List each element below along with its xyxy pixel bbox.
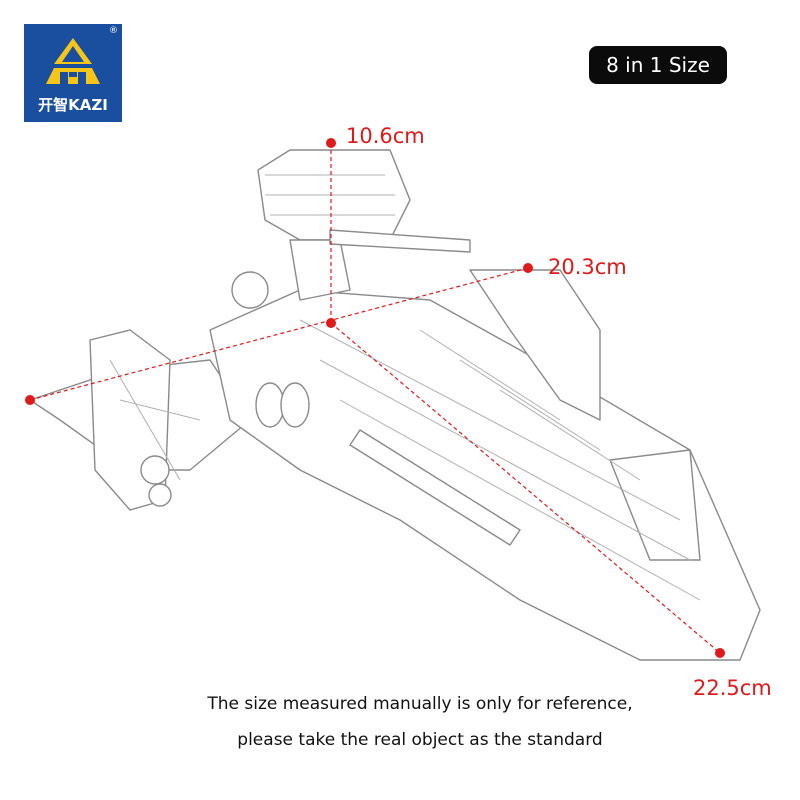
- turret-base: [289, 239, 351, 301]
- wheel: [148, 483, 172, 507]
- main-hull: [209, 289, 761, 661]
- wing-panel-lines: [109, 359, 201, 481]
- length-label: 22.5cm: [693, 676, 772, 700]
- width-marker-dot: [25, 395, 35, 405]
- disclaimer-line-2: please take the real object as the stand…: [237, 730, 603, 750]
- engine-nozzle: [255, 382, 285, 428]
- width-marker-dot: [523, 263, 533, 273]
- length-measure-line: [330, 322, 721, 654]
- rear-fin: [609, 449, 701, 561]
- gear: [231, 271, 269, 309]
- hull-panel-lines: [299, 319, 701, 601]
- brand-name: 开智KAZI: [38, 96, 108, 114]
- pyramid-logo-icon: [46, 38, 100, 84]
- turret-cannon: [329, 229, 471, 253]
- height-label: 10.6cm: [346, 124, 425, 148]
- engine-nozzle: [280, 382, 310, 428]
- brand-logo: ® 开智KAZI: [24, 24, 122, 122]
- wheel: [140, 455, 170, 485]
- registered-mark: ®: [109, 26, 118, 36]
- turret-panel-lines: [265, 174, 395, 216]
- height-marker-dot: [326, 138, 336, 148]
- gun-barrel: [349, 429, 521, 546]
- length-marker-dot: [715, 648, 725, 658]
- right-side-panel: [469, 269, 601, 421]
- size-badge: 8 in 1 Size: [589, 46, 727, 84]
- disclaimer-line-1: The size measured manually is only for r…: [207, 694, 633, 714]
- width-measure-line: [29, 267, 529, 401]
- width-label: 20.3cm: [548, 255, 627, 279]
- origin-marker-dot: [326, 318, 336, 328]
